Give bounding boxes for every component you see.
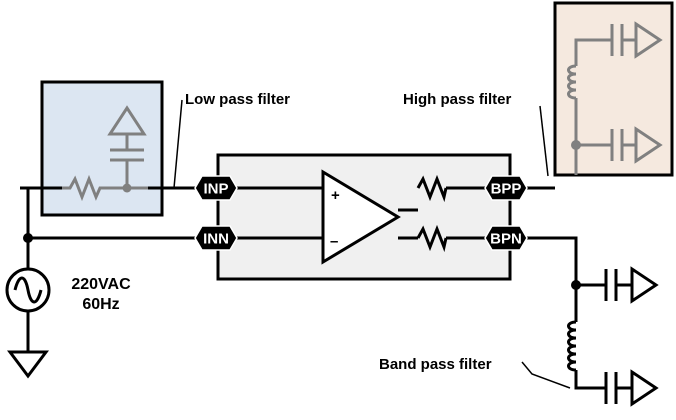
pin-bpn: BPN — [484, 225, 528, 251]
low-pass-filter-label: Low pass filter — [185, 91, 290, 108]
band-pass-node — [571, 280, 581, 290]
resistor-bpn — [416, 224, 448, 253]
sine-wave-icon — [13, 276, 43, 304]
band-pass-components — [567, 266, 659, 407]
high-pass-filter-label: High pass filter — [403, 91, 512, 108]
opamp-triangle — [321, 169, 401, 265]
svg-text:BPN: BPN — [490, 231, 522, 248]
low-pass-node — [122, 183, 132, 193]
source-voltage-label: 220VAC — [71, 276, 131, 293]
pin-inp: INP — [194, 175, 238, 201]
high-pass-node — [571, 140, 581, 150]
resistor-bpp — [416, 174, 448, 203]
wiring — [20, 186, 606, 390]
ground-icon — [7, 350, 49, 379]
pin-bpp: BPP — [484, 175, 528, 201]
pin-inn: INN — [194, 225, 238, 251]
svg-text:BPP: BPP — [491, 181, 522, 198]
svg-text:INN: INN — [203, 231, 229, 248]
opamp-minus-sign: – — [330, 233, 338, 250]
opamp-plus-sign: + — [331, 187, 340, 204]
source-frequency-label: 60Hz — [82, 296, 119, 313]
svg-text:INP: INP — [203, 181, 228, 198]
callout-lines — [173, 99, 571, 389]
band-pass-filter-label: Band pass filter — [379, 356, 492, 373]
high-pass-components — [567, 21, 663, 175]
low-pass-components — [62, 105, 148, 202]
